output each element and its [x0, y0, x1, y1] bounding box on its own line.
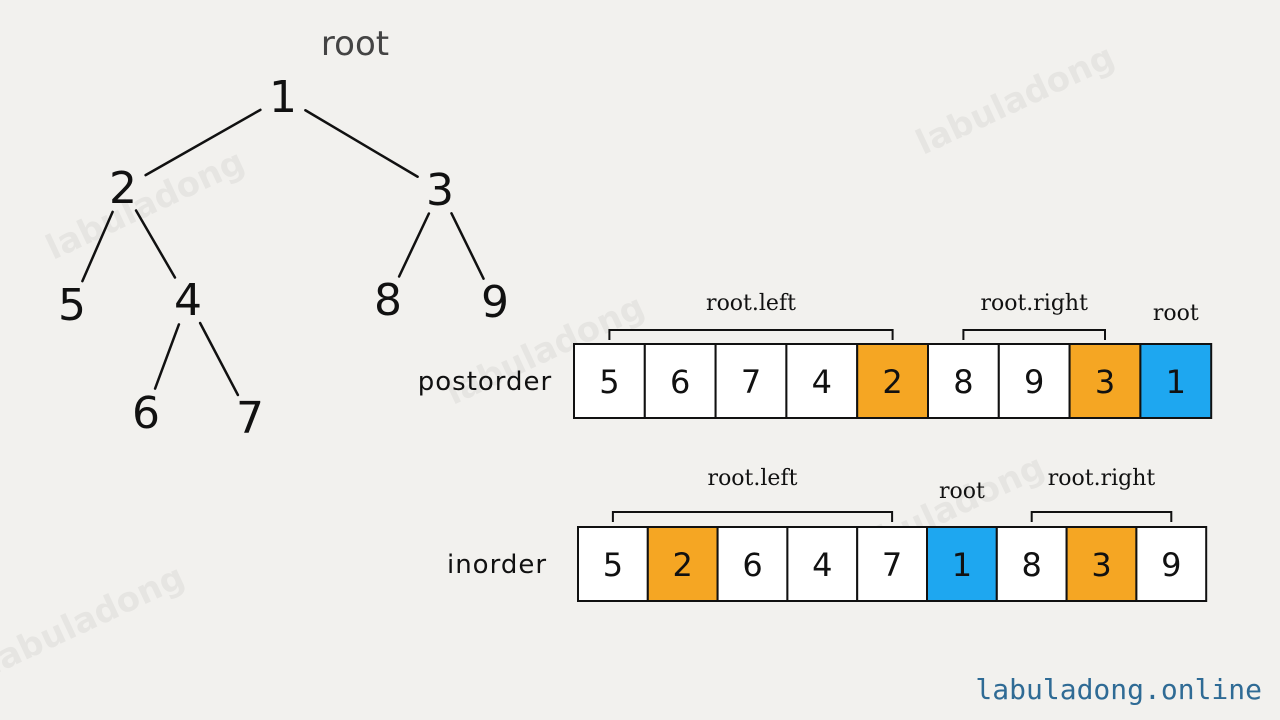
brace-bracket	[1030, 511, 1173, 522]
array-cell-value: 3	[1095, 363, 1115, 401]
watermark-text: labuladong	[40, 142, 251, 269]
array-cell-value: 5	[599, 363, 619, 401]
array-inorder: inorder 5 2 6 4 7 1 8 3 9 root.left root.right root	[447, 466, 1208, 602]
tree-node-5: 5	[58, 280, 86, 331]
array-postorder: postorder 5 6 7 4 2 8 9 3 1 root.left root.right roo…	[418, 291, 1213, 419]
array-cell	[646, 526, 719, 602]
tree-root-label: root	[321, 24, 389, 64]
array-cell	[995, 526, 1068, 602]
array-cell-value: 1	[1166, 363, 1186, 401]
array-cell-value: 7	[741, 363, 761, 401]
root-marker-label: root	[939, 479, 985, 504]
brace-bracket	[608, 329, 894, 340]
tree-nodes: 1 2 3 5 4 8 9 6 7	[58, 72, 509, 444]
binary-tree: root 1 2 3 5 4 8 9 6 7	[58, 24, 509, 444]
tree-node-7: 7	[236, 393, 264, 444]
tree-node-2: 2	[109, 163, 137, 214]
brace-bracket	[611, 511, 894, 522]
array-label: postorder	[418, 367, 552, 397]
array-cell-value: 4	[812, 363, 832, 401]
watermark-text: labuladong	[910, 37, 1121, 164]
array-cell-value: 9	[1024, 363, 1044, 401]
array-cell-value: 8	[1022, 546, 1042, 584]
array-cell-value: 3	[1091, 546, 1111, 584]
array-cell	[1135, 526, 1208, 602]
tree-edge-n3-n8	[397, 212, 431, 278]
array-cell	[577, 526, 649, 602]
tree-edge-n2-n4	[134, 209, 177, 279]
tree-edge-n2-n5	[81, 210, 114, 283]
array-cell	[573, 343, 646, 419]
tree-edge-n4-n7	[198, 321, 240, 397]
tree-node-1: 1	[269, 72, 297, 123]
brace-label: root.right	[980, 291, 1088, 316]
tree-edges	[81, 108, 485, 397]
root-marker-label: root	[1153, 301, 1199, 326]
watermark-text: labuladong	[0, 557, 191, 684]
brace-bracket	[962, 329, 1106, 340]
brace-label: root.left	[706, 291, 796, 316]
array-cell	[1068, 343, 1142, 419]
array-cell	[714, 343, 788, 419]
array-cell-value: 1	[952, 546, 972, 584]
tree-node-4: 4	[174, 275, 202, 326]
array-cell-value: 6	[742, 546, 762, 584]
array-cell-value: 9	[1161, 546, 1181, 584]
tree-edge-n4-n6	[153, 323, 181, 390]
brace-label: root.right	[1048, 466, 1156, 491]
tree-node-9: 9	[481, 277, 509, 328]
brace-label: root.left	[708, 466, 798, 491]
tree-edge-n1-n3	[304, 109, 419, 178]
tree-edge-n1-n2	[144, 108, 262, 177]
tree-node-6: 6	[132, 388, 160, 439]
site-url: labuladong.online	[975, 673, 1262, 706]
array-cell	[927, 343, 1000, 419]
traversal-arrays: postorder 5 6 7 4 2 8 9 3 1 root.left root.right roo…	[418, 291, 1213, 602]
array-cell	[786, 526, 859, 602]
array-cell-value: 4	[812, 546, 832, 584]
array-cell-value: 6	[670, 363, 690, 401]
array-cell-value: 5	[603, 546, 623, 584]
array-cell	[785, 343, 859, 419]
array-cell	[643, 343, 717, 419]
array-cell-value: 2	[673, 546, 693, 584]
array-cell-value: 7	[882, 546, 902, 584]
array-cell-value: 2	[882, 363, 902, 401]
tree-node-8: 8	[374, 275, 402, 326]
tree-edge-n3-n9	[450, 212, 485, 280]
tree-node-3: 3	[426, 165, 454, 216]
array-cell	[856, 526, 929, 602]
array-cell-value: 8	[953, 363, 973, 401]
array-cell	[716, 526, 789, 602]
array-cell	[1065, 526, 1138, 602]
array-cell	[1139, 343, 1213, 419]
array-label: inorder	[447, 550, 547, 580]
